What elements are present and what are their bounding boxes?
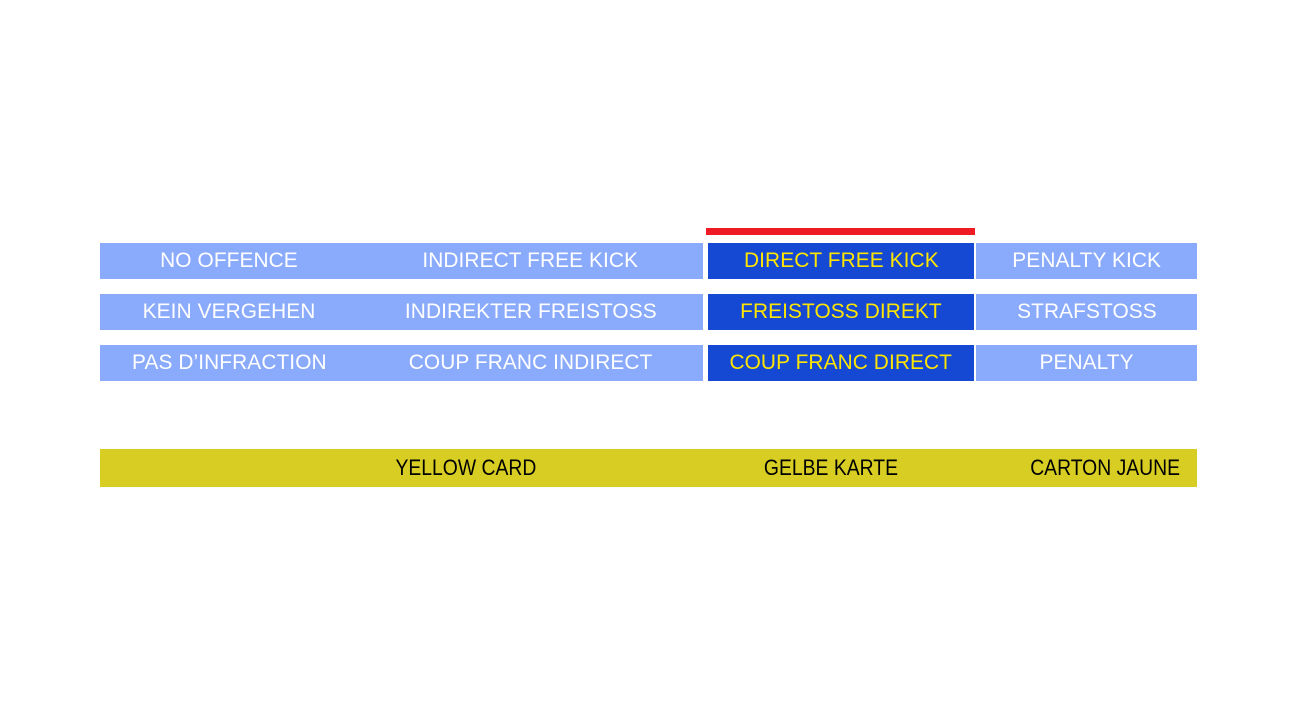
decision-row-english: NO OFFENCE INDIRECT FREE KICK DIRECT FRE… bbox=[100, 243, 1197, 279]
cell-label: PENALTY KICK bbox=[1012, 248, 1161, 273]
cell-label: COUP FRANC DIRECT bbox=[729, 350, 953, 375]
cell-freistoss-direkt[interactable]: FREISTOSS DIREKT bbox=[708, 294, 974, 330]
cell-label: INDIREKTER FREISTOSS bbox=[404, 299, 657, 324]
cell-label: PAS D’INFRACTION bbox=[131, 350, 327, 375]
cell-label: PENALTY bbox=[1039, 350, 1134, 375]
yellow-card-bar[interactable]: YELLOW CARD GELBE KARTE CARTON JAUNE bbox=[100, 449, 1197, 487]
cell-coup-franc-direct[interactable]: COUP FRANC DIRECT bbox=[708, 345, 974, 381]
yellow-card-label-french: CARTON JAUNE bbox=[740, 449, 1290, 487]
cell-group-no-offence-indirect: NO OFFENCE INDIRECT FREE KICK bbox=[100, 243, 703, 279]
cell-indirect-free-kick[interactable]: INDIRECT FREE KICK bbox=[358, 243, 703, 279]
cell-label: STRAFSTOSS bbox=[1016, 299, 1157, 324]
cell-label: INDIRECT FREE KICK bbox=[422, 248, 639, 273]
yellow-card-label-english: YELLOW CARD bbox=[100, 449, 831, 487]
decision-row-german: KEIN VERGEHEN INDIREKTER FREISTOSS FREIS… bbox=[100, 294, 1197, 330]
card-label: GELBE KARTE bbox=[763, 454, 898, 480]
cell-group-pas-infraction-coup-franc-indirect: PAS D’INFRACTION COUP FRANC INDIRECT bbox=[100, 345, 703, 381]
cell-penalty-kick[interactable]: PENALTY KICK bbox=[976, 243, 1197, 279]
cell-no-offence[interactable]: NO OFFENCE bbox=[100, 243, 358, 279]
cell-label: DIRECT FREE KICK bbox=[743, 248, 939, 273]
decision-row-french: PAS D’INFRACTION COUP FRANC INDIRECT COU… bbox=[100, 345, 1197, 381]
cell-penalty[interactable]: PENALTY bbox=[976, 345, 1197, 381]
cell-label: NO OFFENCE bbox=[160, 248, 298, 273]
cell-group-kein-vergehen-indirekter: KEIN VERGEHEN INDIREKTER FREISTOSS bbox=[100, 294, 703, 330]
card-label: YELLOW CARD bbox=[395, 454, 536, 480]
cell-direct-free-kick[interactable]: DIRECT FREE KICK bbox=[708, 243, 974, 279]
cell-kein-vergehen[interactable]: KEIN VERGEHEN bbox=[100, 294, 358, 330]
cell-label: KEIN VERGEHEN bbox=[142, 299, 316, 324]
cell-coup-franc-indirect[interactable]: COUP FRANC INDIRECT bbox=[358, 345, 703, 381]
yellow-card-label-german: GELBE KARTE bbox=[465, 449, 1196, 487]
cell-strafstoss[interactable]: STRAFSTOSS bbox=[976, 294, 1197, 330]
cell-pas-dinfraction[interactable]: PAS D’INFRACTION bbox=[100, 345, 358, 381]
cell-label: FREISTOSS DIREKT bbox=[740, 299, 942, 324]
cell-indirekter-freistoss[interactable]: INDIREKTER FREISTOSS bbox=[358, 294, 703, 330]
cell-label: COUP FRANC INDIRECT bbox=[408, 350, 653, 375]
selection-accent-bar bbox=[706, 228, 975, 235]
card-label: CARTON JAUNE bbox=[1030, 454, 1181, 480]
